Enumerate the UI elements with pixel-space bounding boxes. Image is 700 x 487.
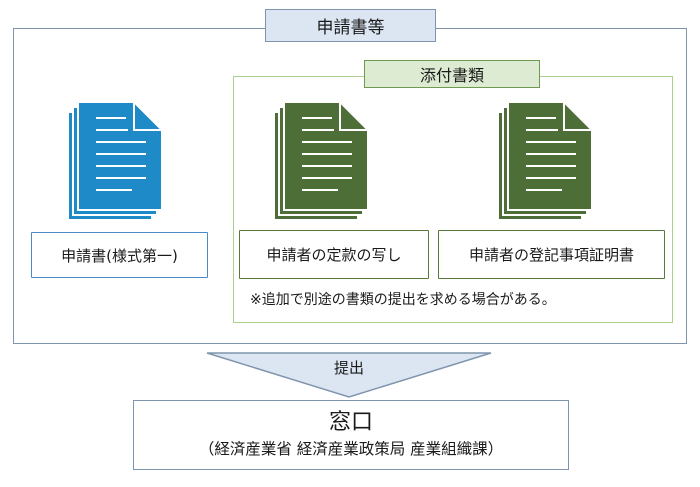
document-stack-icon	[67, 101, 163, 221]
submission-window-box	[133, 400, 569, 470]
attachments-title: 添付書類	[364, 60, 540, 88]
document-stack-icon	[273, 101, 369, 221]
window-title: 窓口	[328, 410, 373, 435]
additional-documents-note: ※追加で別途の書類の提出を求める場合がある。	[250, 292, 556, 308]
articles-of-incorporation-label: 申請者の定款の写し	[239, 230, 429, 279]
document-stack-icon	[497, 101, 593, 221]
submission-label: 提出	[333, 359, 364, 377]
application-documents-title: 申請書等	[265, 9, 436, 42]
submission-arrow	[206, 352, 492, 398]
application-form-label: 申請書(様式第一)	[31, 232, 208, 278]
registry-certificate-label: 申請者の登記事項証明書	[438, 230, 665, 279]
window-office-name: （経済産業省 経済産業政策局 産業組織課）	[198, 440, 504, 458]
